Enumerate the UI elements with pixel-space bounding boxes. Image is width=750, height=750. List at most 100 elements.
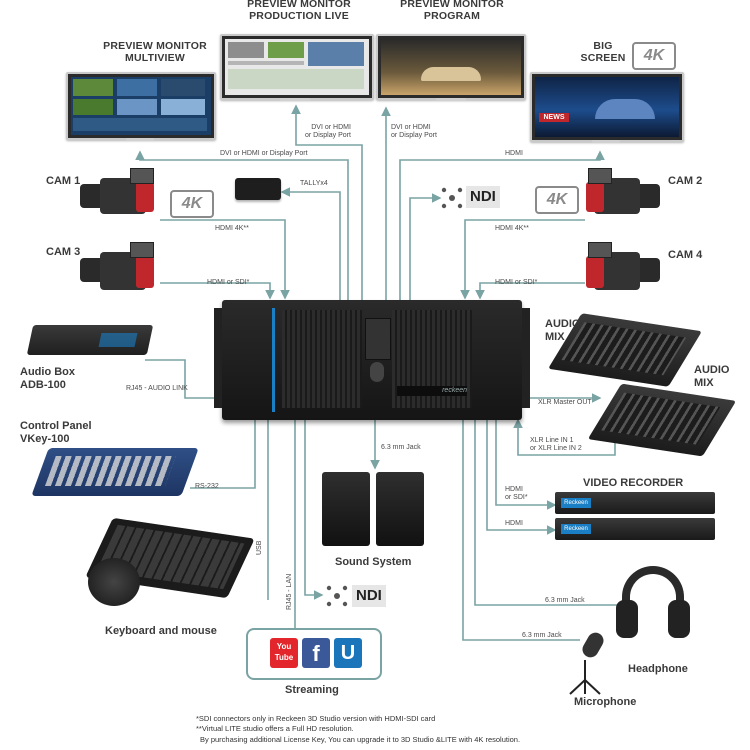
ustream-icon: U bbox=[334, 638, 362, 668]
label-jack-mic: 6.3 mm Jack bbox=[522, 632, 562, 639]
line-to-big-screen bbox=[399, 150, 605, 300]
label-usb: USB bbox=[256, 540, 263, 555]
facebook-icon: f bbox=[302, 638, 330, 668]
monitor-program-title: PREVIEW MONITOR PROGRAM bbox=[400, 0, 504, 22]
footnote-sdi: *SDI connectors only in Reckeen 3D Studi… bbox=[196, 714, 436, 723]
label-hdmi-sdi-recorder: HDMI or SDI* bbox=[505, 486, 528, 501]
video-recorder-label: VIDEO RECORDER bbox=[583, 477, 684, 489]
youtube-icon: You Tube bbox=[270, 638, 298, 668]
label-hdmi4k-right: HDMI 4K** bbox=[495, 225, 529, 232]
headphone-right-cup bbox=[668, 600, 690, 638]
line-mic bbox=[458, 412, 580, 641]
label-dvi-program: DVI or HDMI or Display Port bbox=[391, 124, 437, 139]
server-brand: reckeen bbox=[397, 386, 467, 396]
line-tally bbox=[280, 187, 341, 300]
headphone-label: Headphone bbox=[628, 663, 688, 675]
cam2-camera-icon bbox=[580, 168, 660, 222]
cam1-label: CAM 1 bbox=[46, 175, 81, 187]
label-dvi-live: DVI or HDMI or Display Port bbox=[305, 124, 351, 139]
cam1-camera-icon bbox=[80, 168, 160, 222]
headphone-icon bbox=[622, 566, 684, 626]
keyboard-label: Keyboard and mouse bbox=[105, 625, 217, 637]
mouse-device bbox=[88, 558, 140, 606]
footnote-license: By purchasing additional License Key, Yo… bbox=[200, 735, 521, 744]
monitor-program bbox=[376, 34, 526, 100]
big-screen-screen: NEWS bbox=[535, 77, 679, 137]
label-hdmi-big: HDMI bbox=[505, 150, 523, 157]
control-panel-device bbox=[31, 448, 199, 496]
recorder-brand: Reckeen bbox=[561, 498, 591, 508]
label-dvi-multiview: DVI or HDMI or Display Port bbox=[220, 150, 308, 157]
line-cam2 bbox=[460, 219, 585, 300]
monitor-production-live bbox=[220, 34, 374, 100]
monitor-stand bbox=[280, 98, 310, 101]
multiview-screen bbox=[71, 77, 211, 135]
production-live-screen bbox=[225, 39, 369, 95]
control-panel-label: Control Panel VKey-100 bbox=[20, 420, 92, 445]
video-recorder-2: Reckeen bbox=[555, 518, 715, 540]
monitor-stand bbox=[592, 140, 620, 143]
microphone-label: Microphone bbox=[574, 696, 637, 708]
label-hdmi-sdi-left: HDMI or SDI* bbox=[207, 279, 250, 286]
speaker-left-icon bbox=[322, 472, 370, 546]
monitor-stand bbox=[126, 138, 154, 141]
ndi-label-bottom: NDI bbox=[352, 585, 386, 607]
cam2-4k-badge-icon: 4K bbox=[535, 186, 579, 214]
cam1-4k-badge-icon: 4K bbox=[170, 190, 214, 218]
speaker-right-icon bbox=[376, 472, 424, 546]
line-headphone bbox=[470, 412, 620, 606]
label-tally: TALLYx4 bbox=[300, 180, 328, 187]
line-cam4 bbox=[475, 282, 585, 300]
cam4-camera-icon bbox=[580, 242, 660, 300]
streaming-box: You Tube f U bbox=[246, 628, 382, 680]
label-hdmi4k-left: HDMI 4K** bbox=[215, 225, 249, 232]
footnote-lite: **Virtual LITE studio offers a Full HD r… bbox=[196, 724, 354, 733]
video-recorder-1: Reckeen bbox=[555, 492, 715, 514]
line-to-production-live bbox=[291, 104, 363, 300]
line-rec-sdi bbox=[495, 420, 557, 510]
program-screen bbox=[381, 39, 521, 95]
label-rj45-lan: RJ45 - LAN bbox=[286, 573, 293, 610]
line-cam1 bbox=[160, 219, 290, 300]
youtube-icon-bottom: Tube bbox=[274, 653, 294, 662]
label-xlr-in: XLR Line IN 1 or XLR Line IN 2 bbox=[530, 437, 582, 452]
headphone-left-cup bbox=[616, 600, 638, 638]
sound-system-label: Sound System bbox=[335, 556, 412, 568]
reckeen-server: reckeen bbox=[214, 300, 530, 420]
news-banner: NEWS bbox=[539, 113, 569, 122]
line-audio-box bbox=[145, 359, 222, 399]
server-accent-stripe bbox=[272, 308, 275, 412]
cam3-label: CAM 3 bbox=[46, 246, 81, 258]
label-xlr-out: XLR Master OUT bbox=[538, 399, 592, 406]
line-control-panel bbox=[190, 420, 256, 489]
ndi-label-top: NDI bbox=[466, 186, 500, 208]
4k-badge-icon: 4K bbox=[632, 42, 676, 70]
label-hdmi-sdi-right: HDMI or SDI* bbox=[495, 279, 538, 286]
cam4-label: CAM 4 bbox=[668, 249, 703, 261]
audio-mix-label-2: AUDIO MIX bbox=[694, 364, 730, 389]
youtube-icon-top: You bbox=[276, 642, 292, 651]
recorder-brand: Reckeen bbox=[561, 524, 591, 534]
tally-box bbox=[235, 178, 281, 200]
line-ndi-top bbox=[409, 193, 442, 300]
line-lan-ndi bbox=[304, 420, 324, 600]
monitor-multiview-title: PREVIEW MONITOR MULTIVIEW bbox=[103, 40, 207, 64]
monitor-stand bbox=[436, 98, 466, 101]
streaming-label: Streaming bbox=[285, 684, 339, 696]
line-cam3 bbox=[160, 282, 275, 300]
monitor-big-screen: NEWS bbox=[530, 72, 684, 142]
monitor-production-live-title: PREVIEW MONITOR PRODUCTION LIVE bbox=[247, 0, 351, 22]
audio-box-device bbox=[26, 325, 154, 355]
audio-box-label: Audio Box ADB-100 bbox=[20, 366, 75, 391]
label-hdmi-recorder: HDMI bbox=[505, 520, 523, 527]
line-to-multiview bbox=[135, 150, 349, 300]
monitor-big-screen-title: BIG SCREEN bbox=[580, 40, 626, 64]
label-rs232: RS-232 bbox=[195, 483, 219, 490]
cam2-label: CAM 2 bbox=[668, 175, 703, 187]
line-rec-hdmi bbox=[486, 420, 557, 535]
label-jack-sound: 6.3 mm Jack bbox=[381, 444, 421, 451]
audio-mix-label-1: AUDIO MIX bbox=[545, 318, 581, 343]
label-rj45-audio: RJ45 - AUDIO LINK bbox=[126, 385, 188, 392]
label-jack-headphone: 6.3 mm Jack bbox=[545, 597, 585, 604]
monitor-multiview bbox=[66, 72, 216, 140]
